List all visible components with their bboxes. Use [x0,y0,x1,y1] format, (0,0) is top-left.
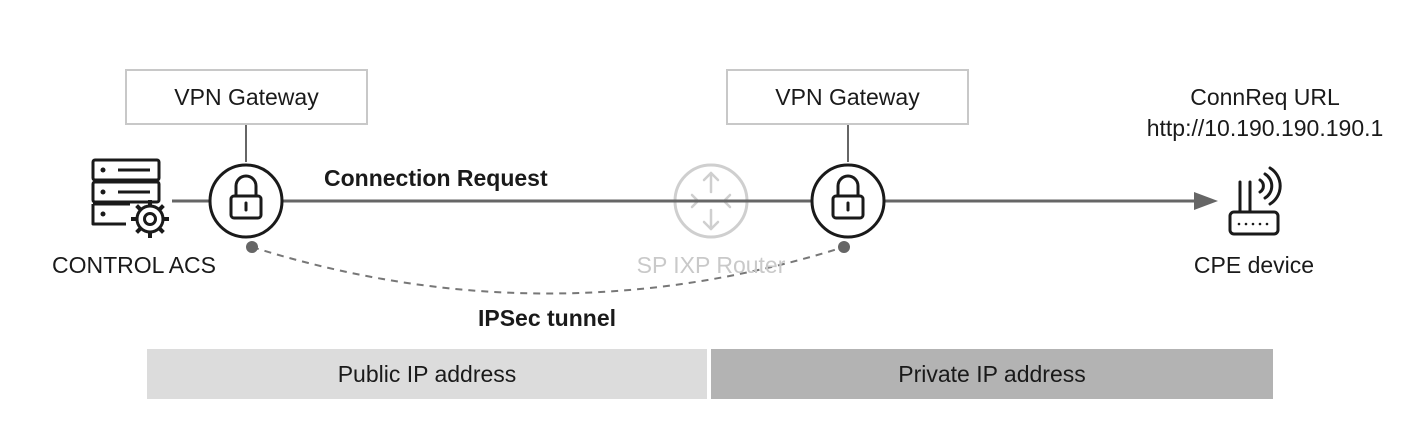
private-ip-zone-label: Private IP address [898,360,1086,387]
tunnel-endpoint-left [246,241,258,253]
lock-icon-right [810,163,886,239]
control-acs-label: CONTROL ACS [51,252,216,278]
cpe-device-label: CPE device [1193,252,1315,278]
vpn-gateway-right: VPN Gateway [726,69,969,125]
connreq-url-title: ConnReq URL [1190,84,1340,110]
wifi-router-icon [1228,166,1282,236]
public-ip-zone-label: Public IP address [337,360,517,387]
ipsec-tunnel-path [251,246,845,295]
vpn-gateway-left: VPN Gateway [125,69,368,125]
connreq-url: http://10.190.190.190.1 [1146,115,1384,141]
private-ip-zone: Private IP address [711,349,1273,399]
public-ip-zone: Public IP address [147,349,707,399]
ipsec-tunnel-label: IPSec tunnel [477,305,617,331]
vpn-gateway-right-label: VPN Gateway [775,83,920,110]
arrow-head [1194,192,1218,210]
tunnel-endpoint-right [838,241,850,253]
vpn-gateway-left-label: VPN Gateway [174,83,319,110]
server-gear-icon [91,158,169,238]
connection-request-label: Connection Request [324,165,548,191]
router-label: SP IXP Router [636,252,786,278]
lock-icon-left [208,163,284,239]
